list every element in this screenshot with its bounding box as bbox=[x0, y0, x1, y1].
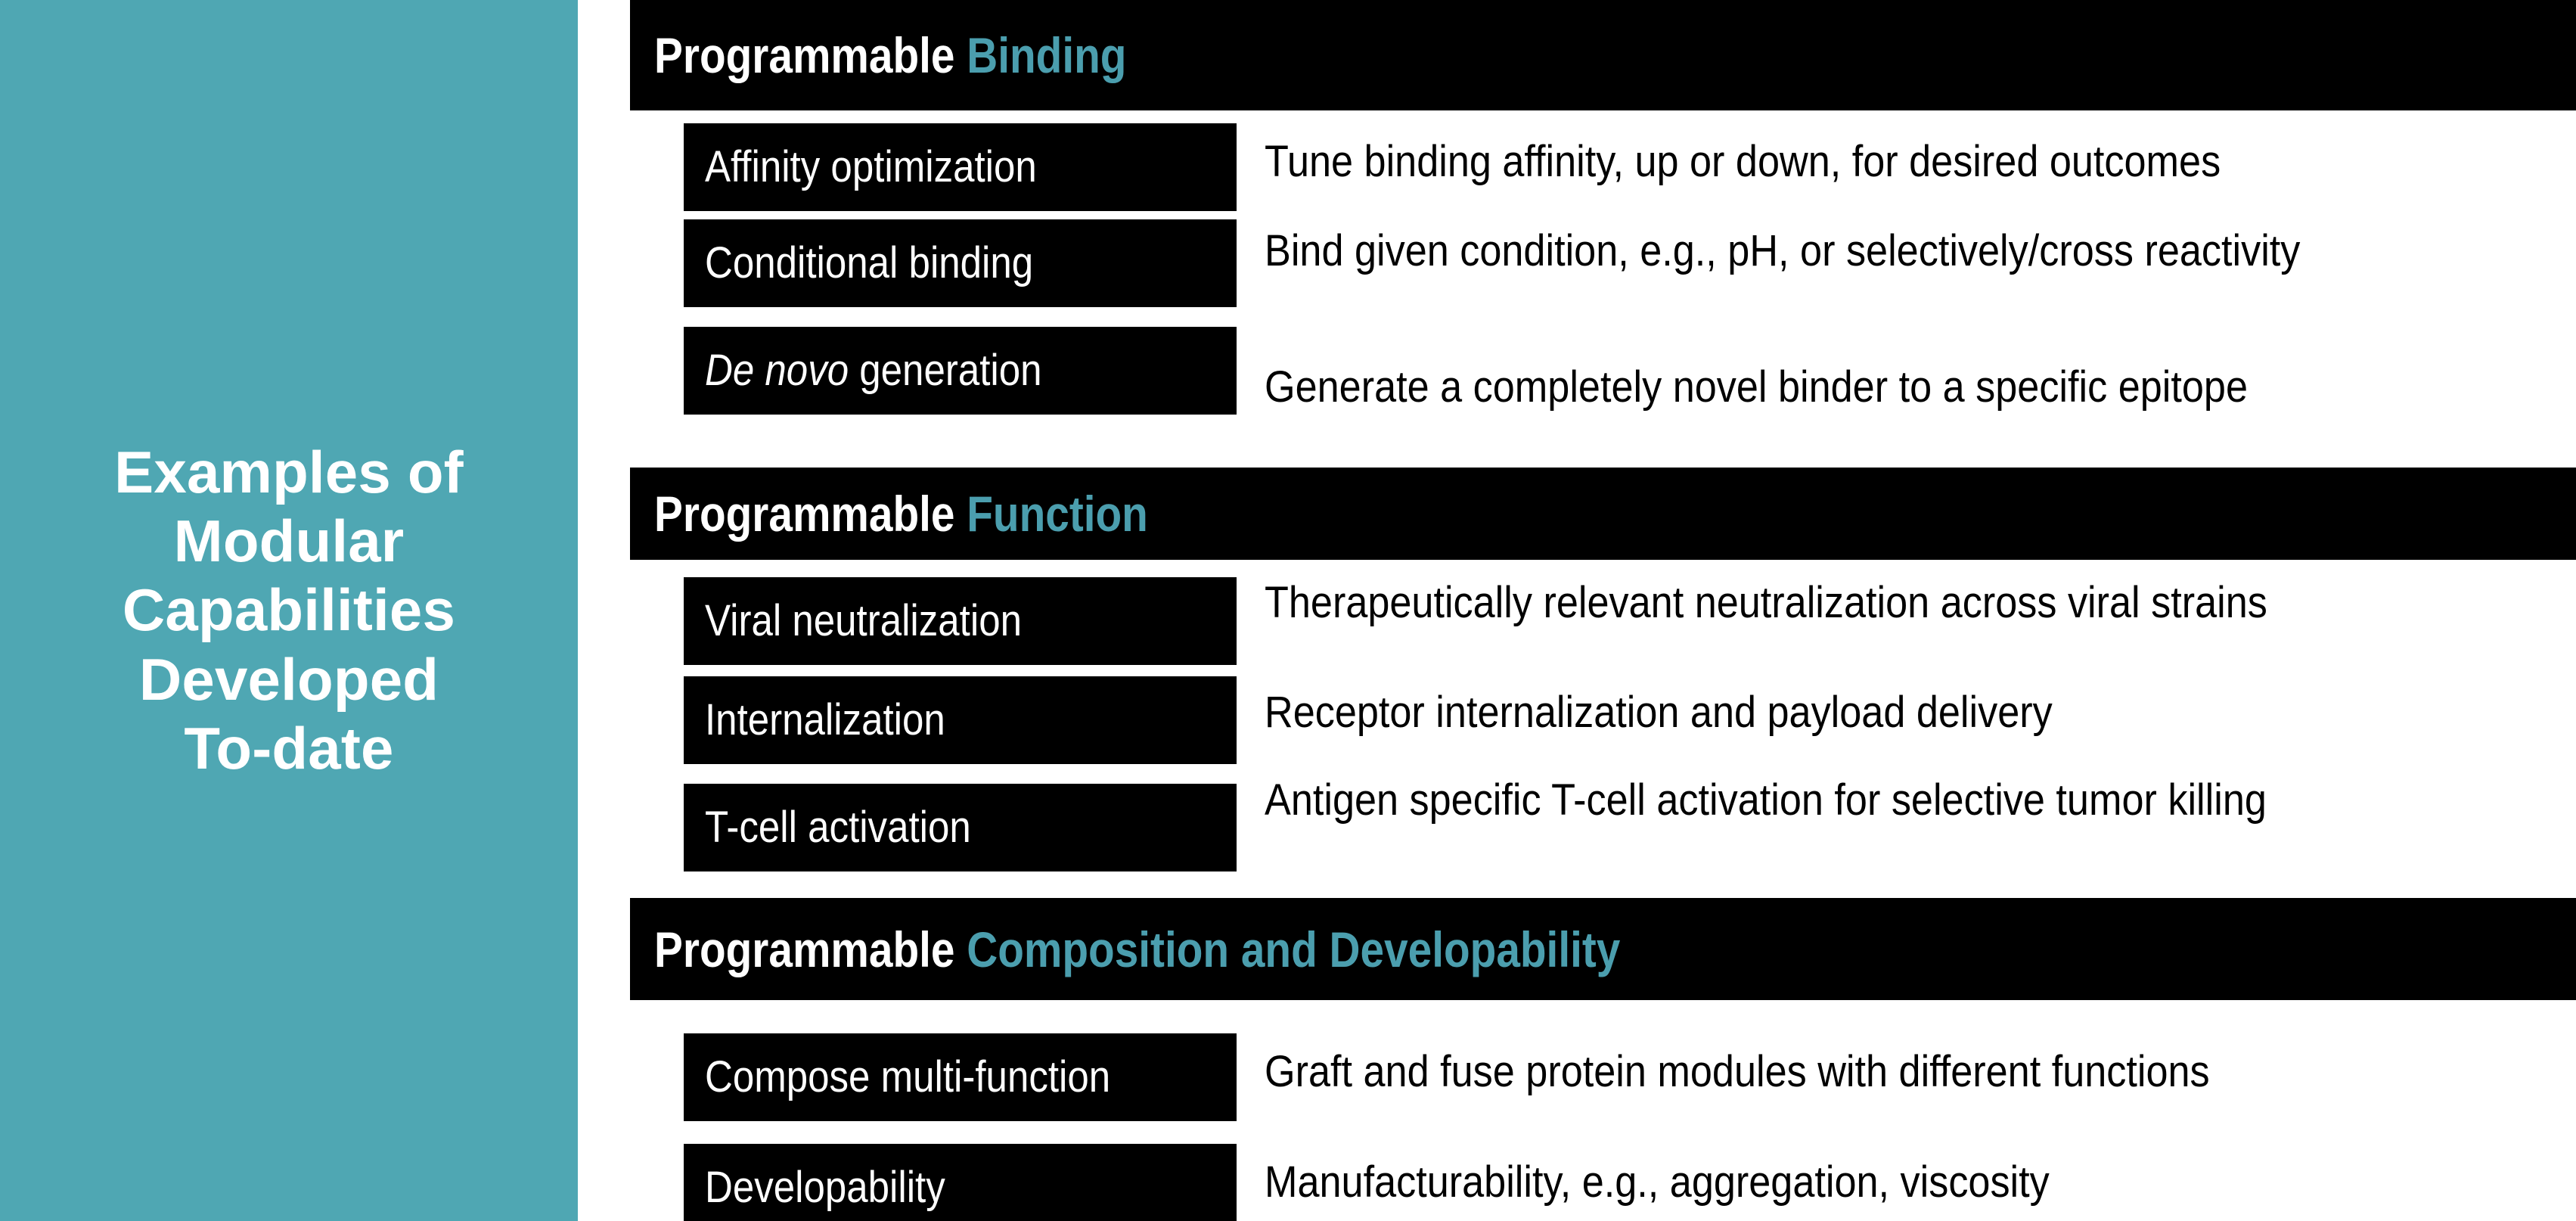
section-header-prefix: Programmable bbox=[654, 27, 955, 83]
capability-label-text: Developability bbox=[705, 1163, 945, 1213]
page-title: Examples of Modular Capabilities Develop… bbox=[114, 438, 464, 781]
section-header-binding: Programmable Binding bbox=[630, 0, 2576, 110]
capability-label-viral-neutralization: Viral neutralization bbox=[684, 577, 1237, 665]
capability-description-affinity-optimization: Tune binding affinity, up or down, for d… bbox=[1265, 137, 2221, 186]
capability-description-compose-multi-function: Graft and fuse protein modules with diff… bbox=[1265, 1047, 2210, 1096]
sidebar-panel: Examples of Modular Capabilities Develop… bbox=[0, 0, 578, 1221]
capability-label-text: Internalization bbox=[705, 695, 945, 745]
capability-label-text: Affinity optimization bbox=[705, 142, 1037, 192]
capability-description-developability: Manufacturability, e.g., aggregation, vi… bbox=[1265, 1157, 2050, 1207]
capability-label-text: Viral neutralization bbox=[705, 596, 1022, 646]
capability-label-text: Compose multi-function bbox=[705, 1052, 1111, 1102]
capability-label-internalization: Internalization bbox=[684, 676, 1237, 764]
capability-description-internalization: Receptor internalization and payload del… bbox=[1265, 688, 2053, 737]
section-header-accent: Composition and Developability bbox=[967, 921, 1621, 977]
capability-label-t-cell-activation: T-cell activation bbox=[684, 784, 1237, 871]
capability-description-de-novo-generation: Generate a completely novel binder to a … bbox=[1265, 362, 2248, 412]
section-header-prefix: Programmable bbox=[654, 486, 955, 542]
section-header-prefix: Programmable bbox=[654, 921, 955, 977]
section-header-accent: Binding bbox=[967, 27, 1127, 83]
capability-label-text: T-cell activation bbox=[705, 803, 971, 853]
content-column: Programmable Binding Affinity optimizati… bbox=[630, 0, 2576, 1221]
capability-label-developability: Developability bbox=[684, 1144, 1237, 1221]
capability-description-viral-neutralization: Therapeutically relevant neutralization … bbox=[1265, 578, 2267, 627]
capability-label-de-novo-generation: De novo generation bbox=[684, 327, 1237, 415]
capability-label-compose-multi-function: Compose multi-function bbox=[684, 1033, 1237, 1121]
capability-label-conditional-binding: Conditional binding bbox=[684, 219, 1237, 307]
capability-label-text: generation bbox=[849, 346, 1042, 396]
section-header-composition-developability: Programmable Composition and Developabil… bbox=[630, 898, 2576, 1000]
capability-label-affinity-optimization: Affinity optimization bbox=[684, 123, 1237, 211]
capability-description-conditional-binding: Bind given condition, e.g., pH, or selec… bbox=[1265, 226, 2301, 275]
capability-label-italic-part: De novo bbox=[705, 346, 849, 396]
capability-description-t-cell-activation: Antigen specific T-cell activation for s… bbox=[1265, 775, 2267, 825]
capability-label-text: Conditional binding bbox=[705, 238, 1034, 288]
section-header-accent: Function bbox=[967, 486, 1148, 542]
section-header-function: Programmable Function bbox=[630, 468, 2576, 560]
